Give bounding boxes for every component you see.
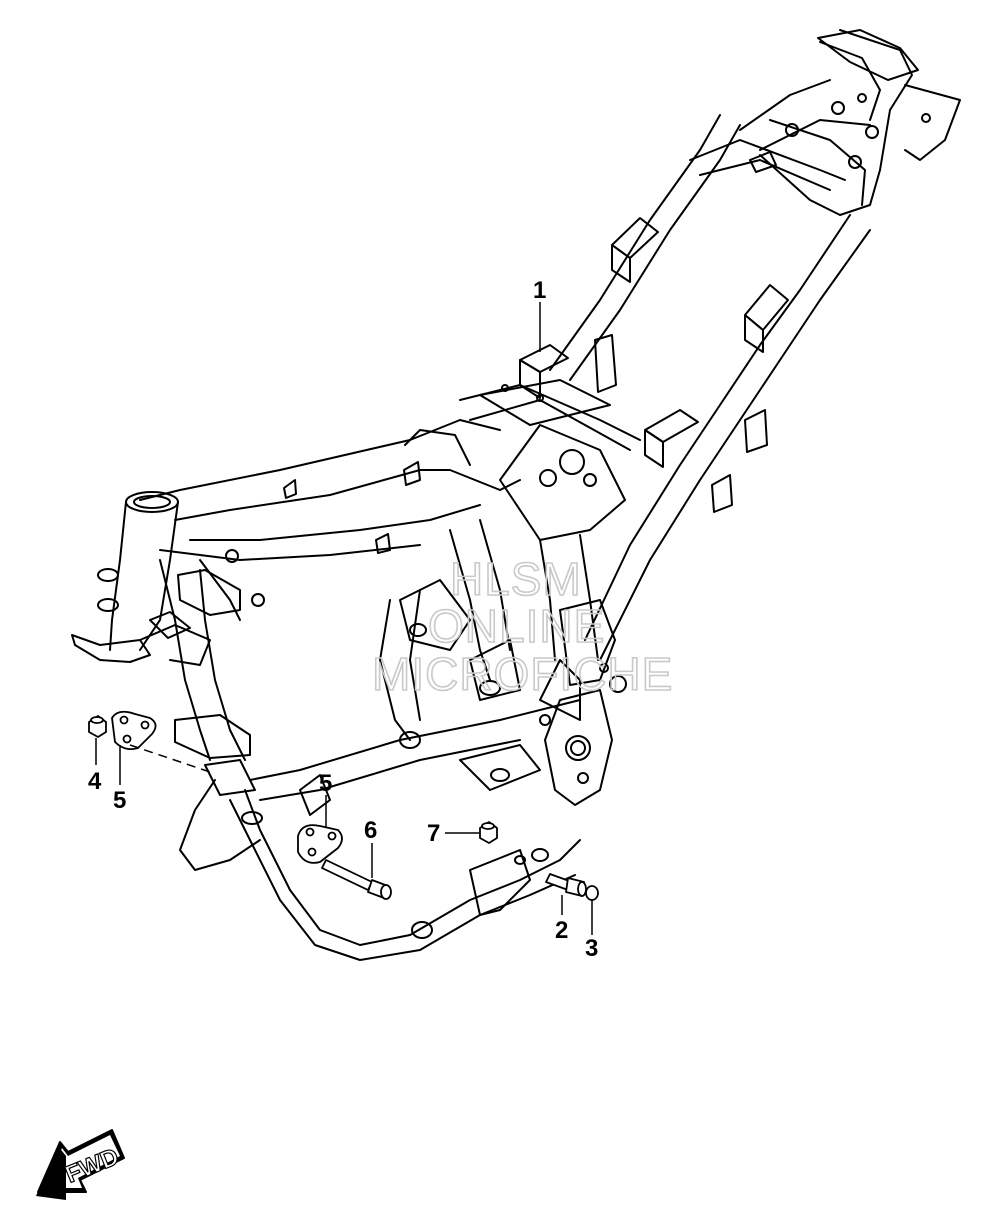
part-2-bolt[interactable] bbox=[545, 873, 587, 897]
callout-3: 3 bbox=[585, 935, 598, 962]
watermark-line-1: HLSM bbox=[450, 553, 582, 605]
callout-1: 1 bbox=[533, 277, 546, 304]
callout-labels: 1 2 3 4 5 5 6 7 bbox=[88, 277, 598, 962]
callout-6: 6 bbox=[364, 817, 377, 844]
callout-2: 2 bbox=[555, 917, 568, 944]
watermark-line-2: ONLINE bbox=[428, 600, 605, 652]
part-7-nut[interactable] bbox=[479, 821, 498, 844]
part-3-cap[interactable] bbox=[585, 885, 599, 901]
watermark-line-3: MICROFICHE bbox=[372, 648, 673, 700]
part-5-bracket-plate-center[interactable] bbox=[297, 824, 343, 864]
part-5-bracket-plate-left[interactable] bbox=[111, 710, 157, 751]
callout-5-left: 5 bbox=[113, 787, 126, 814]
part-4-nut[interactable] bbox=[88, 715, 107, 738]
watermark: HLSM ONLINE MICROFICHE bbox=[371, 552, 673, 701]
motorcycle-frame[interactable] bbox=[71, 29, 961, 961]
callout-4: 4 bbox=[88, 768, 102, 795]
callout-5-center: 5 bbox=[319, 770, 332, 797]
fwd-arrow-icon bbox=[36, 1129, 125, 1200]
callout-7: 7 bbox=[427, 820, 440, 847]
part-6-bolt[interactable] bbox=[321, 859, 392, 900]
leader-lines bbox=[95, 302, 593, 935]
fwd-badge: FWD bbox=[36, 1129, 125, 1200]
